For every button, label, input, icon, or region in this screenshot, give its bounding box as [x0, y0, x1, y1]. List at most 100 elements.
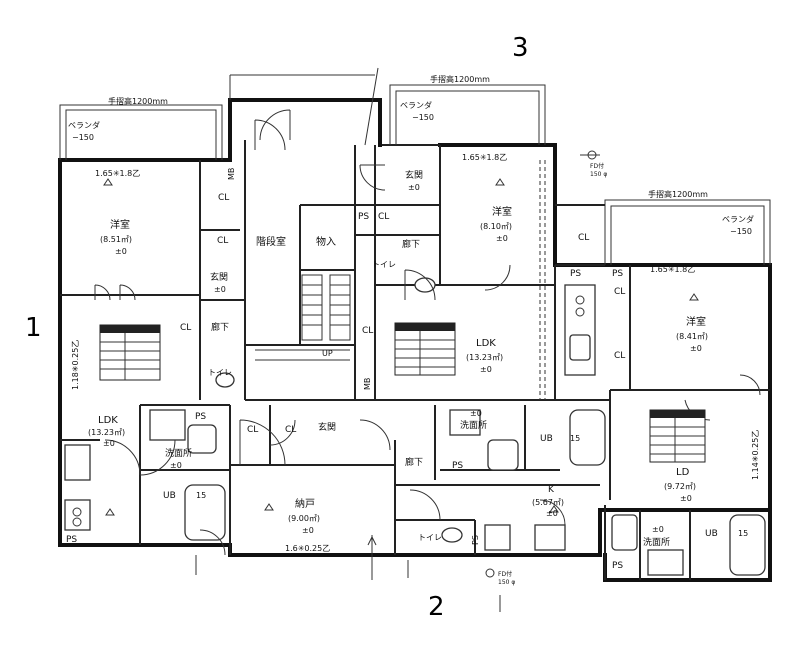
unit1-western-label: 洋室 — [110, 218, 130, 231]
unit3-kitchen-counter — [564, 284, 596, 376]
symbols — [103, 150, 699, 612]
mb-label-2: MB — [363, 378, 372, 390]
unit2-storage-label: 納戸 — [295, 497, 315, 510]
unit-number-2: 2 — [428, 592, 445, 622]
unit1-cl3-label: CL — [180, 323, 191, 333]
veranda-level-left: −150 — [72, 133, 94, 142]
unit3-western-area: (8.10㎡) — [480, 222, 512, 231]
unit1-toilet-label: トイレ — [208, 368, 232, 377]
storage-label: 物入 — [316, 235, 336, 248]
unit1-toilet — [215, 372, 235, 388]
unit3-size-label: 1.65✳1.8乙 — [462, 153, 507, 162]
unit1-washroom-label: 洗面所 — [165, 447, 192, 459]
unit4-cl2-label: CL — [614, 351, 625, 361]
unit3-area-table — [394, 322, 456, 376]
unit4-washer — [611, 514, 638, 551]
unit2-corridor-label: 廊下 — [405, 456, 423, 468]
unit3-entrance-level: ±0 — [408, 183, 420, 192]
railing-note-left: 手摺高1200mm — [108, 96, 168, 106]
unit2-bath-label: UB — [540, 434, 553, 444]
unit3-cl3-label: CL — [362, 326, 373, 336]
unit1-wash-basin — [149, 409, 186, 441]
unit1-washer — [187, 424, 217, 454]
smoke-detector-icon — [264, 503, 274, 511]
veranda-label-left: ベランダ — [68, 120, 100, 130]
unit2-sink — [534, 524, 566, 551]
smoke-detector-icon — [495, 178, 505, 186]
unit1-ldk-label: LDK — [98, 415, 118, 426]
unit3-ldk-label: LDK — [476, 338, 496, 349]
unit1-ldk-area: (13.23㎡) — [88, 428, 125, 437]
unit1-entrance-label: 玄関 — [210, 271, 228, 283]
unit1-ldk-level: ±0 — [103, 439, 115, 448]
unit1-area-table — [99, 324, 161, 381]
unit4-ps2-label: PS — [612, 561, 623, 571]
unit1-fridge — [64, 444, 91, 481]
unit2-cl2-label: CL — [285, 425, 296, 435]
doors — [94, 109, 761, 556]
unit1-bath-size: 15 — [196, 491, 206, 500]
unit1-ps-label: PS — [195, 412, 206, 422]
unit2-fd-label: FD付 — [498, 570, 512, 578]
unit2-fd-size: 150 φ — [498, 579, 515, 586]
unit4-ps-label: PS — [612, 269, 623, 279]
unit3-ldk-level: ±0 — [480, 365, 492, 374]
unit3-western-level: ±0 — [496, 234, 508, 243]
unit3-ps-label: PS — [358, 212, 369, 222]
unit1-size-label: 1.65✳1.8乙 — [95, 169, 140, 178]
unit2-storage-area: (9.00㎡) — [288, 514, 320, 523]
unit4-bathtub — [729, 514, 766, 576]
unit1-western-level: ±0 — [115, 247, 127, 256]
unit2-washer — [487, 439, 519, 471]
unit4-bath-label: UB — [705, 529, 718, 539]
unit1-stove — [64, 499, 91, 531]
unit2-ps-label: PS — [452, 461, 463, 471]
unit2-kitchen-level: ±0 — [546, 509, 558, 518]
unit2-bottom-dim: 1.6✳0.25乙 — [285, 544, 330, 553]
mb-label-1: MB — [227, 168, 236, 180]
smoke-detector-icon — [549, 505, 559, 513]
railing-note-top: 手摺高1200mm — [430, 74, 490, 84]
unit1-entrance-level: ±0 — [214, 285, 226, 294]
stair-room-label: 階段室 — [256, 235, 286, 248]
unit1-cl2-label: CL — [217, 236, 228, 246]
unit-number-3: 3 — [512, 33, 529, 63]
unit4-side-dim: 1.14✳0.25乙 — [751, 430, 760, 480]
railing-note-right: 手摺高1200mm — [648, 189, 708, 199]
unit2-stove — [484, 524, 511, 551]
unit3-cl2-label: CL — [578, 233, 589, 243]
unit3-fd-size: 150 φ — [590, 171, 607, 178]
unit1-western-area: (8.51㎡) — [100, 235, 132, 244]
unit3-cl-label: CL — [378, 212, 389, 222]
unit4-western-label: 洋室 — [686, 315, 706, 328]
veranda-level-right: −150 — [730, 227, 752, 236]
fixtures — [64, 160, 766, 576]
unit2-bath-size: 15 — [570, 434, 580, 443]
unit3-ps2-label: PS — [570, 269, 581, 279]
unit4-washroom-level: ±0 — [652, 525, 664, 534]
unit4-western-area: (8.41㎡) — [676, 332, 708, 341]
unit2-toilet-label: トイレ — [418, 533, 442, 542]
unit4-size-label: 1.65✳1.8乙 — [650, 265, 695, 274]
unit2-toilet — [441, 527, 463, 543]
unit2-ps2-label: PS — [471, 535, 480, 545]
stair-up-label: UP — [322, 349, 333, 358]
unit4-cl-label: CL — [614, 287, 625, 297]
unit-number-1: 1 — [25, 313, 42, 343]
veranda-level-top: −150 — [412, 113, 434, 122]
unit4-ld-level: ±0 — [680, 494, 692, 503]
unit2-kitchen-label: K — [548, 485, 555, 495]
unit4-area-table — [649, 409, 706, 463]
unit1-bathtub — [184, 484, 226, 541]
smoke-detector-icon — [103, 178, 113, 186]
unit4-ld-label: LD — [676, 467, 690, 478]
veranda-label-right: ベランダ — [722, 214, 754, 224]
unit2-entrance-label: 玄関 — [318, 421, 336, 433]
smoke-detector-icon — [105, 508, 115, 516]
labels: 1 2 3 手摺高1200mm 手摺高1200mm 手摺高1200mm ベランダ… — [25, 33, 760, 622]
unit2-washroom-level: ±0 — [470, 409, 482, 418]
unit2-storage-level: ±0 — [302, 526, 314, 535]
unit4-western-level: ±0 — [690, 344, 702, 353]
unit1-cl-label: CL — [218, 193, 229, 203]
area-tables — [99, 322, 706, 463]
